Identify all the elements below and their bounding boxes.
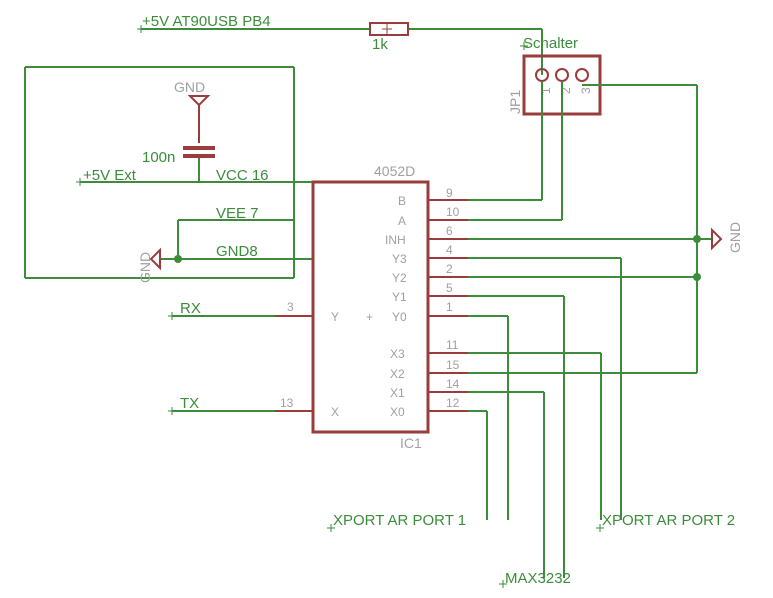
- net-label-tx: TX: [180, 395, 199, 412]
- capacitor-value: 100n: [142, 149, 175, 166]
- ic-pin-y0-label: Y0: [392, 310, 407, 324]
- switch-pin1-num: 1: [539, 87, 553, 94]
- ic-pin-y1-label: Y1: [392, 290, 407, 304]
- label-origin-markers: [76, 24, 604, 588]
- net-label-max: MAX3232: [505, 570, 571, 587]
- ic-body: [311, 180, 430, 434]
- junction-inh: [693, 235, 701, 243]
- net-label-gnd8: GND8: [216, 243, 258, 260]
- ic-pin-y3-num: 4: [446, 243, 453, 257]
- switch-pin2-icon: [555, 68, 569, 82]
- switch-pin2-num: 2: [559, 87, 573, 94]
- switch-pin3-icon: [575, 68, 589, 82]
- resistor-body: [369, 22, 409, 36]
- net-label-vext: +5V Ext: [83, 167, 137, 184]
- ic-pin-x-label: X: [331, 405, 339, 419]
- ic-pin-y-num: 3: [287, 300, 294, 314]
- net-label-vusb: +5V AT90USB PB4: [142, 13, 271, 30]
- junction-vee-gnd: [174, 255, 182, 263]
- ic-pin-x3-num: 11: [446, 338, 459, 352]
- ic-type: 4052D: [374, 163, 415, 179]
- gnd-label-right: GND: [727, 222, 743, 253]
- ic-pin-b-num: 9: [446, 186, 453, 200]
- net-label-vee: VEE 7: [216, 205, 259, 222]
- gnd-right-icon: [711, 227, 723, 251]
- ic-pin-y3-label: Y3: [392, 252, 407, 266]
- switch-ref: JP1: [507, 90, 523, 114]
- gnd-cap-icon: [187, 95, 211, 107]
- switch-name: Schalter: [523, 35, 578, 52]
- ic-pin-y2-num: 2: [446, 262, 453, 276]
- ic-ref: IC1: [400, 435, 422, 451]
- ic-pin-a-label: A: [398, 214, 406, 228]
- gnd-label-cap: GND: [174, 79, 205, 95]
- ic-pin-x0-num: 12: [446, 396, 460, 410]
- ic-pin-inh-label: INH: [385, 233, 406, 247]
- ic-pin-x-num: 13: [280, 396, 294, 410]
- ic-origin-cross: +: [366, 310, 373, 324]
- ic-pin-b-label: B: [398, 194, 406, 208]
- capacitor-plate-top: [183, 146, 215, 150]
- ic-pin-y-label: Y: [331, 310, 339, 324]
- ic-pin-x3-label: X3: [390, 347, 405, 361]
- capacitor-plate-bottom: [183, 154, 215, 158]
- switch-pin3-num: 3: [579, 87, 593, 94]
- ic-pin-x1-num: 14: [446, 377, 460, 391]
- ic-pin-inh-num: 6: [446, 224, 453, 238]
- ic-pin-x2-num: 15: [446, 358, 460, 372]
- ic-pin-x0-label: X0: [390, 405, 405, 419]
- ic-pin-y1-num: 5: [446, 281, 453, 295]
- gnd-left-icon: [149, 247, 161, 271]
- ic-pin-y0-num: 1: [446, 300, 453, 314]
- gnd-label-left: GND: [137, 252, 153, 283]
- net-label-vcc: VCC 16: [216, 167, 269, 184]
- net-label-xport1: XPORT AR PORT 1: [333, 512, 466, 529]
- resistor-value: 1k: [372, 36, 388, 53]
- net-label-xport2: XPORT AR PORT 2: [602, 512, 735, 529]
- junction-y2: [693, 273, 701, 281]
- ic-pin-y2-label: Y2: [392, 271, 407, 285]
- ic-pin-a-num: 10: [446, 205, 460, 219]
- ic-pin-x2-label: X2: [390, 367, 405, 381]
- ic-pin-x1-label: X1: [390, 386, 405, 400]
- net-label-rx: RX: [180, 300, 201, 317]
